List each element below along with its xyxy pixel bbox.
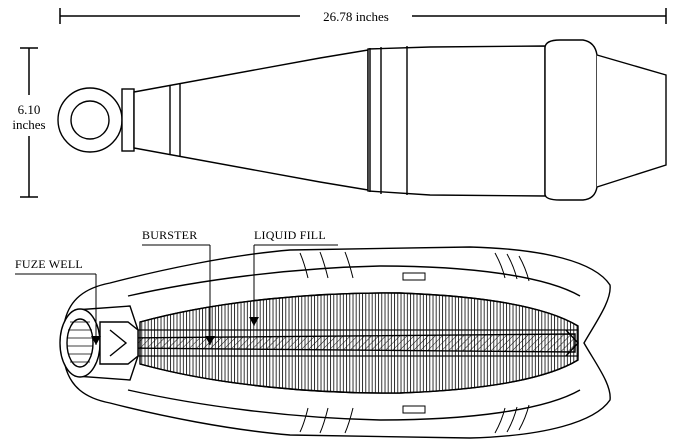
fuze-well-threads-inner	[66, 318, 94, 368]
burster-tube	[119, 333, 576, 353]
fuze-well-label: FUZE WELL	[15, 257, 83, 271]
length-label: 26.78 inches	[323, 9, 389, 24]
shell-cutaway	[59, 246, 611, 439]
boattail	[596, 54, 667, 188]
callout-liquid-fill: LIQUID FILL	[249, 228, 338, 326]
fuze-well-cup	[99, 321, 139, 365]
diameter-dimension: 6.10 inches	[12, 47, 46, 198]
bourrelet	[544, 39, 598, 201]
lifting-ring-inner	[70, 100, 110, 140]
liquid-fill-label: LIQUID FILL	[254, 228, 326, 242]
inner-wall	[127, 265, 581, 297]
burster-label: BURSTER	[142, 228, 197, 242]
length-dimension: 26.78 inches	[59, 8, 667, 24]
casing-ribs	[299, 251, 530, 434]
diameter-value-label: 6.10	[18, 102, 41, 117]
shell-exterior	[57, 39, 667, 201]
callout-burster: BURSTER	[142, 228, 215, 345]
lifting-ring-outer	[57, 87, 123, 153]
inner-wall-lower	[127, 389, 581, 421]
ring-collar	[121, 88, 135, 152]
callout-fuze-well: FUZE WELL	[15, 257, 101, 345]
ogive-body	[133, 49, 369, 191]
cylindrical-body	[367, 45, 546, 197]
diameter-unit-label: inches	[12, 117, 45, 132]
